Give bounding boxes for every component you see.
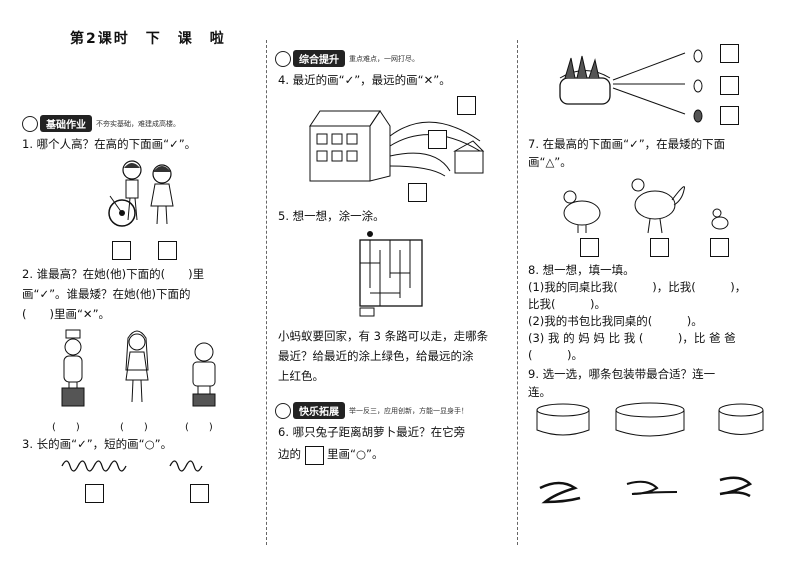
question-8-2: (2)我的书包比我同桌的( )。 <box>528 314 703 328</box>
question-5-text-line2: 最近？给最近的涂上绿色，给最远的涂 <box>278 349 474 363</box>
question-6-line2b: 里画“○”。 <box>327 447 384 461</box>
question-1: 1. 哪个人高？在高的下面画“✓”。 <box>22 137 197 151</box>
answer-box[interactable] <box>428 130 447 149</box>
mascot-icon <box>22 115 38 132</box>
question-8-1a: (1)我的同桌比我( )，比我( )， <box>528 280 747 294</box>
mascot-icon <box>275 50 291 67</box>
answer-box[interactable] <box>720 76 739 95</box>
ropes-illustration <box>61 460 203 472</box>
answer-box[interactable] <box>305 446 324 465</box>
mascot-icon <box>275 402 291 419</box>
question-9-line2: 连。 <box>528 385 551 399</box>
question-3: 3. 长的画“✓”，短的画“○”。 <box>22 437 173 451</box>
cakes-illustration <box>536 402 764 437</box>
question-7-line1: 7. 在最高的下面画“✓”，在最矮的下面 <box>528 137 726 151</box>
question-5-text-line1: 小蚂蚁要回家，有 3 条路可以走，走哪条 <box>278 329 489 343</box>
section-subtitle: 重点难点，一网打尽。 <box>349 54 419 63</box>
answer-box[interactable] <box>408 183 427 202</box>
answer-box[interactable] <box>650 238 669 257</box>
section-banner-basic: 基础作业不夯实基础，难建成高楼。 <box>22 113 180 132</box>
answer-box[interactable] <box>190 484 209 503</box>
column-divider <box>517 40 518 545</box>
chickens-illustration <box>563 178 729 234</box>
question-8-3a: (3) 我 的 妈 妈 比 我 ( )，比 爸 爸 <box>528 331 736 345</box>
question-7-line2: 画“△”。 <box>528 155 572 169</box>
question-6-line2a: 边的 <box>278 447 301 461</box>
question-4: 4. 最近的画“✓”，最远的画“✕”。 <box>278 73 451 87</box>
section-subtitle: 不夯实基础，难建成高楼。 <box>96 119 180 128</box>
answer-box[interactable] <box>720 44 739 63</box>
section-banner-extension: 快乐拓展举一反三，应用创新，方能一显身手！ <box>275 400 468 419</box>
carrot-rabbits-illustration <box>559 49 703 123</box>
answer-paren[interactable]: ( ) <box>120 422 148 433</box>
question-2-line1: 2. 谁最高？在她(他)下面的( )里 <box>22 267 205 281</box>
question-8: 8. 想一想，填一填。 <box>528 263 635 277</box>
answer-box[interactable] <box>158 241 177 260</box>
maze-illustration <box>359 231 423 317</box>
question-2-line2: 画“✓”。谁最矮？在她(他)下面的 <box>22 287 191 301</box>
section-label: 快乐拓展 <box>293 402 345 419</box>
people-illustration <box>61 329 216 407</box>
question-8-1b: 比我( )。 <box>528 297 606 311</box>
answer-box[interactable] <box>710 238 729 257</box>
question-5: 5. 想一想，涂一涂。 <box>278 209 385 223</box>
answer-paren[interactable]: ( ) <box>52 422 80 433</box>
section-subtitle: 举一反三，应用创新，方能一显身手！ <box>349 406 468 415</box>
answer-box[interactable] <box>112 241 131 260</box>
ribbons-illustration <box>539 476 753 504</box>
question-5-text-line3: 上红色。 <box>278 369 324 383</box>
answer-paren[interactable]: ( ) <box>185 422 213 433</box>
question-6-line1: 6. 哪只兔子距离胡萝卜最近？在它旁 <box>278 425 466 439</box>
question-9-line1: 9. 选一选，哪条包装带最合适？连一 <box>528 367 716 381</box>
children-illustration <box>108 160 174 227</box>
buildings-illustration <box>309 110 485 182</box>
section-banner-comprehensive: 综合提升重点难点，一网打尽。 <box>275 48 419 67</box>
answer-box[interactable] <box>85 484 104 503</box>
question-2-line3: ( )里画“✕”。 <box>22 307 111 321</box>
question-8-3b: ( )。 <box>528 348 583 362</box>
page-title: 第2课时 下 课 啦 <box>70 31 226 47</box>
answer-box[interactable] <box>457 96 476 115</box>
answer-box[interactable] <box>720 106 739 125</box>
column-divider <box>266 40 267 545</box>
section-label: 基础作业 <box>40 115 92 132</box>
answer-box[interactable] <box>580 238 599 257</box>
section-label: 综合提升 <box>293 50 345 67</box>
